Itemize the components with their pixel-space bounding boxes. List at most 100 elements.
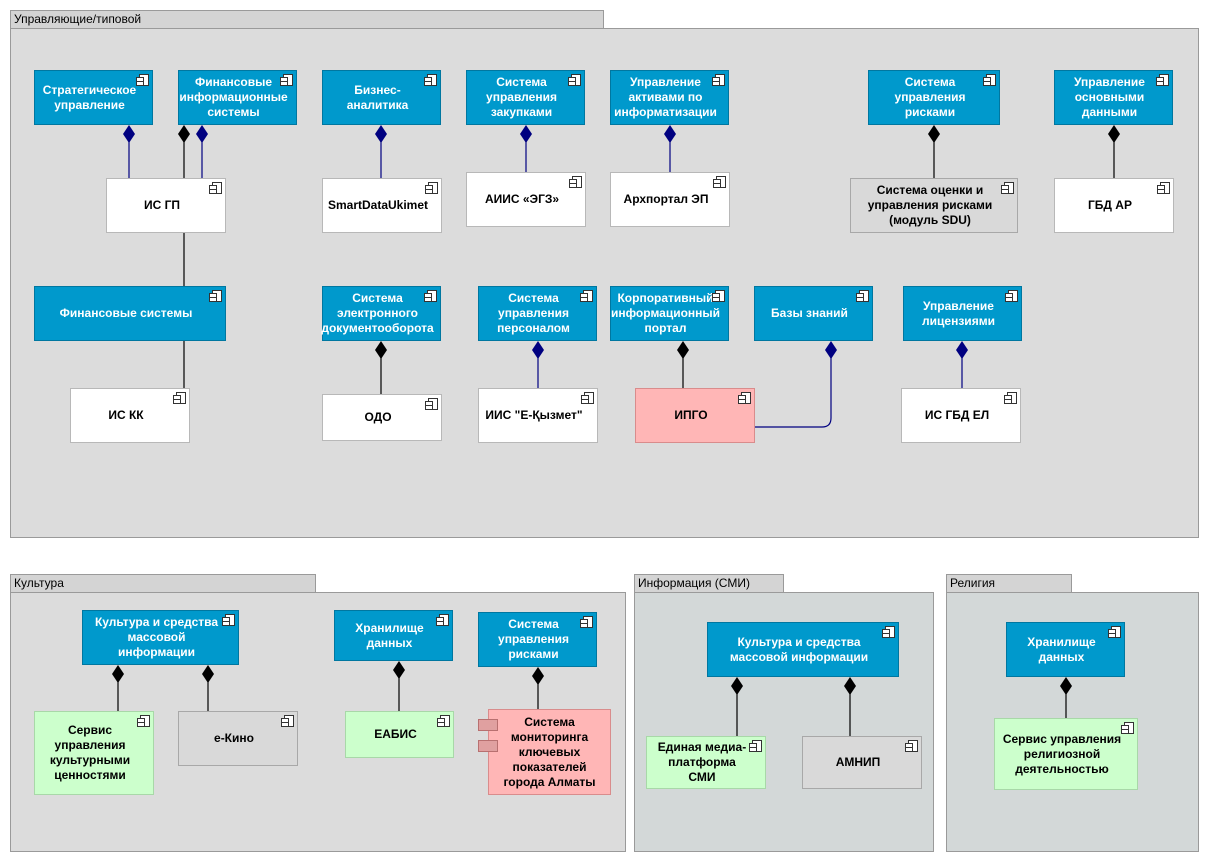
component-label: АМНИП — [835, 755, 881, 769]
component-aiis[interactable]: АИИС «ЭГЗ» — [466, 172, 586, 227]
component-icon — [280, 74, 293, 86]
component-icon — [738, 392, 751, 404]
component-storage2[interactable]: Хранилище данных — [1006, 622, 1125, 677]
component-label: ЕАБИС — [374, 727, 417, 741]
component-icon — [568, 74, 581, 86]
component-archportal[interactable]: Архпортал ЭП — [610, 172, 730, 227]
component-assets[interactable]: Управление активами по информатизации — [610, 70, 729, 125]
component-icon — [712, 290, 725, 302]
component-icon — [425, 398, 438, 410]
component-icon — [424, 74, 437, 86]
component-fin-info[interactable]: Финансовые информационные системы — [178, 70, 297, 125]
component-label: Сервис управления религиозной деятельнос… — [1002, 731, 1122, 776]
component-strategic[interactable]: Стратегическое управление — [34, 70, 153, 125]
component-heritage[interactable]: Сервис управления культурными ценностями — [34, 711, 154, 795]
component-culture-media[interactable]: Культура и средства массовой информации — [82, 610, 239, 665]
package-tab-religion: Религия — [946, 574, 1072, 592]
component-icon — [436, 614, 449, 626]
component-label: ГБД АР — [1088, 198, 1132, 212]
component-risk-mgmt2[interactable]: Система управления рисками — [478, 612, 597, 667]
component-icon — [580, 290, 593, 302]
component-label: Хранилище данных — [355, 620, 424, 650]
component-gbd-ar[interactable]: ГБД АР — [1054, 178, 1174, 233]
component-ipgo[interactable]: ИПГО — [635, 388, 755, 443]
component-is-gp[interactable]: ИС ГП — [106, 178, 226, 233]
component-label: Корпоративный информационный портал — [610, 291, 721, 335]
component-icon — [136, 74, 149, 86]
composition-diamonds-black — [112, 125, 1120, 695]
component-icon — [425, 182, 438, 194]
component-licenses[interactable]: Управление лицензиями — [903, 286, 1022, 341]
component-media-platform[interactable]: Единая медиа-платформа СМИ — [646, 736, 766, 789]
component-icon — [1001, 182, 1014, 194]
component-icon — [1005, 290, 1018, 302]
component-amnip[interactable]: АМНИП — [802, 736, 922, 789]
component-icon — [1157, 182, 1170, 194]
component-icon — [713, 176, 726, 188]
component-label: Управление основными данными — [1074, 75, 1145, 119]
component-iis-ek[interactable]: ИИС "Е-Қызмет" — [478, 388, 598, 443]
component-smartdata[interactable]: SmartDataUkimet — [322, 178, 442, 233]
component-icon — [1108, 626, 1121, 638]
component-label: е-Кино — [214, 731, 254, 745]
component-religion-service[interactable]: Сервис управления религиозной деятельнос… — [994, 718, 1138, 790]
component-ekino[interactable]: е-Кино — [178, 711, 298, 766]
component-icon — [749, 740, 762, 752]
component-bi[interactable]: Бизнес-аналитика — [322, 70, 441, 125]
component-sdu[interactable]: Система оценки и управления рисками (мод… — [850, 178, 1018, 233]
component-is-gbd-el[interactable]: ИС ГБД ЕЛ — [901, 388, 1021, 443]
port-icon — [478, 740, 498, 752]
component-icon — [983, 74, 996, 86]
component-icon — [137, 715, 150, 727]
component-icon — [882, 626, 895, 638]
component-is-kk[interactable]: ИС КК — [70, 388, 190, 443]
component-label: Архпортал ЭП — [623, 192, 709, 206]
component-icon — [712, 74, 725, 86]
component-label: Единая медиа-платформа СМИ — [657, 740, 747, 784]
component-icon — [437, 715, 450, 727]
component-label: Система электронного документооборота — [321, 291, 434, 335]
component-icon — [1004, 392, 1017, 404]
component-label: Система управления закупками — [486, 75, 557, 119]
component-label: Система управления рисками — [498, 617, 569, 661]
component-icon — [209, 290, 222, 302]
package-tab-culture: Культура — [10, 574, 316, 592]
component-label: Бизнес-аналитика — [346, 82, 409, 112]
component-master-data[interactable]: Управление основными данными — [1054, 70, 1173, 125]
component-label: Система мониторинга ключевых показателей… — [503, 714, 596, 789]
component-icon — [1156, 74, 1169, 86]
component-storage[interactable]: Хранилище данных — [334, 610, 453, 661]
component-label: Хранилище данных — [1027, 634, 1096, 664]
component-label: Управление активами по информатизации — [614, 75, 717, 119]
package-tab-mgmt: Управляющие/типовой — [10, 10, 604, 28]
component-label: ИИС "Е-Қызмет" — [485, 408, 583, 422]
component-label: ИС КК — [108, 408, 144, 422]
component-eabis[interactable]: ЕАБИС — [345, 711, 454, 758]
component-label: Базы знаний — [771, 306, 848, 320]
component-procurement[interactable]: Система управления закупками — [466, 70, 585, 125]
component-label: Управление лицензиями — [922, 298, 995, 328]
component-icon — [281, 715, 294, 727]
component-icon — [569, 176, 582, 188]
component-icon — [424, 290, 437, 302]
component-knowledge[interactable]: Базы знаний — [754, 286, 873, 341]
component-culture-media2[interactable]: Культура и средства массовой информации — [707, 622, 899, 677]
component-label: Система управления рисками — [894, 75, 966, 119]
component-hr[interactable]: Система управления персоналом — [478, 286, 597, 341]
component-icon — [222, 614, 235, 626]
component-label: SmartDataUkimet — [327, 198, 429, 212]
component-fin-systems[interactable]: Финансовые системы — [34, 286, 226, 341]
component-risk-mgmt[interactable]: Система управления рисками — [868, 70, 1000, 125]
component-label: Финансовые информационные системы — [179, 75, 288, 119]
component-icon — [905, 740, 918, 752]
composition-diamonds-navy — [123, 125, 968, 359]
component-icon — [173, 392, 186, 404]
component-edms[interactable]: Система электронного документооборота — [321, 286, 441, 341]
component-monitoring[interactable]: Система мониторинга ключевых показателей… — [478, 709, 611, 795]
component-corp-portal[interactable]: Корпоративный информационный портал — [610, 286, 729, 341]
component-label: Система управления персоналом — [497, 291, 570, 335]
component-odo[interactable]: ОДО — [322, 394, 442, 441]
package-tab-info: Информация (СМИ) — [634, 574, 784, 592]
component-icon — [209, 182, 222, 194]
